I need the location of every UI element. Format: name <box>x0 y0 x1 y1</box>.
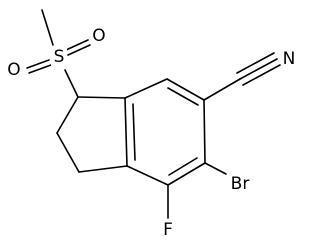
bond-c6-c5 <box>203 99 206 164</box>
bond-c5-c4 <box>167 162 206 186</box>
bond-sulfur-oxygen-left-b <box>28 64 52 74</box>
bond-sulfur-oxygen-top-b <box>67 44 91 56</box>
bond-c5-bromine <box>204 162 227 175</box>
bond-c7a-c3a <box>124 97 128 167</box>
fluorine-label: F <box>163 220 173 240</box>
bond-sulfur-c1 <box>64 69 79 98</box>
bond-c2-c3 <box>56 132 80 173</box>
bond-c1-c2 <box>56 96 79 134</box>
bond-c7-c6-inner <box>167 87 199 106</box>
sulfur-label: S <box>54 47 65 67</box>
bond-c4-c3a <box>126 165 169 186</box>
bromine-label: Br <box>231 174 250 194</box>
bond-nitrile-c <box>242 64 281 86</box>
sulfur-atom: S <box>51 47 67 67</box>
nitrogen-atom: N <box>281 49 297 69</box>
bond-c3-c3a <box>78 165 128 173</box>
bond-c7a-c3a-inner <box>132 103 136 161</box>
bond-sulfur-oxygen-top-a <box>65 39 89 51</box>
bond-nitrile-a <box>239 58 278 80</box>
oxygen-top-label: O <box>92 26 105 46</box>
chemical-structure-diagram: O S O N Br F <box>6 9 297 240</box>
bond-c5-c4-inner <box>168 157 198 176</box>
oxygen-left-label: O <box>7 60 20 80</box>
bond-nitrile-b <box>236 52 275 74</box>
bonds <box>26 9 281 219</box>
bond-methyl-sulfur <box>41 9 54 46</box>
bond-c6-cn <box>203 78 241 101</box>
bond-c1-c7a <box>77 96 126 99</box>
oxygen-left-atom: O <box>6 60 22 80</box>
oxygen-top-atom: O <box>91 26 107 46</box>
fluorine-atom: F <box>160 220 176 240</box>
bond-c7-c6 <box>166 78 205 101</box>
atom-labels: O S O N Br F <box>6 26 297 240</box>
bromine-atom: Br <box>227 174 253 194</box>
bond-sulfur-oxygen-left-a <box>26 59 50 69</box>
nitrogen-label: N <box>283 49 296 69</box>
bond-c7a-c7 <box>124 78 168 99</box>
